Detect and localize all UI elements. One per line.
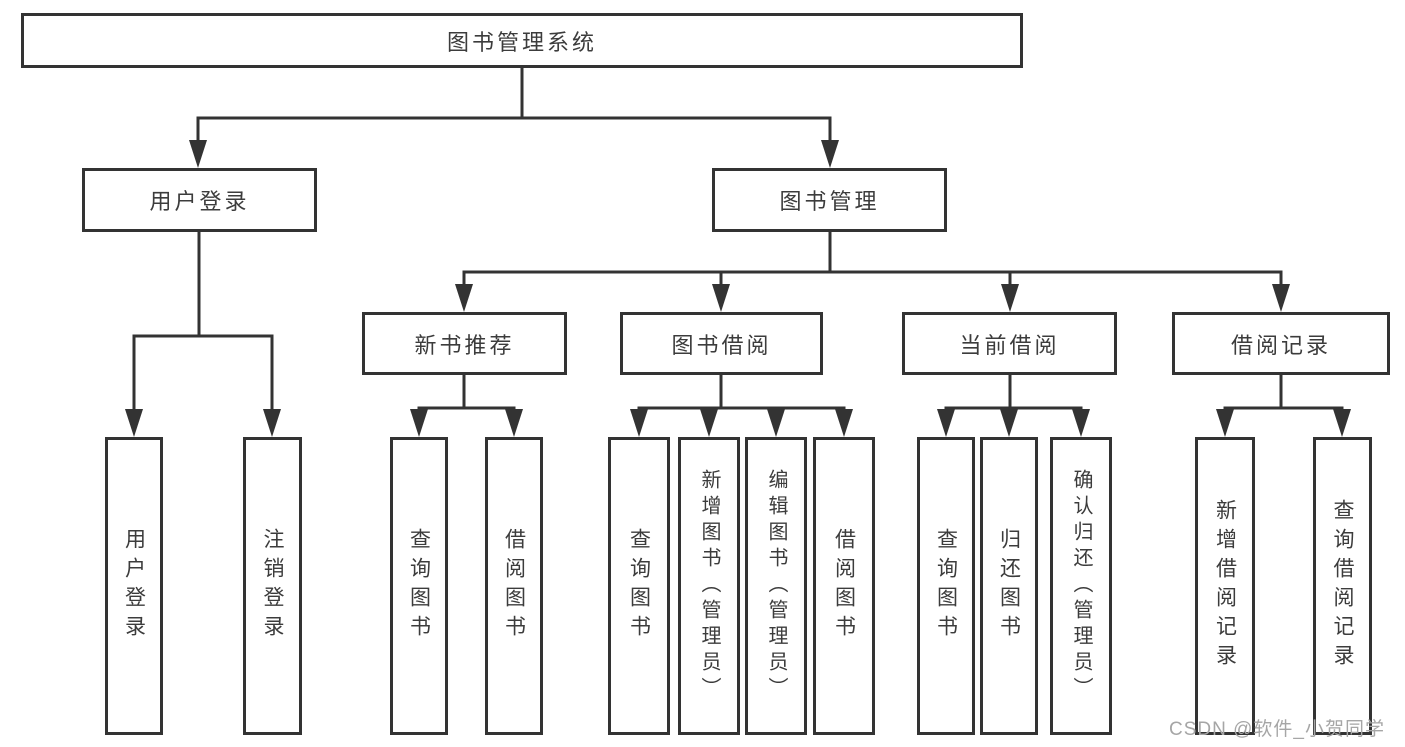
leaf-query-books-recommend: 查询图书 bbox=[390, 437, 448, 735]
node-root: 图书管理系统 bbox=[21, 13, 1023, 68]
node-borrow-records: 借阅记录 bbox=[1172, 312, 1390, 375]
leaf-return-books: 归还图书 bbox=[980, 437, 1038, 735]
leaf-edit-books-admin: 编辑图书（管理员） bbox=[745, 437, 807, 735]
node-book-management: 图书管理 bbox=[712, 168, 947, 232]
leaf-query-borrow-record: 查询借阅记录 bbox=[1313, 437, 1372, 735]
leaf-user-login: 用户登录 bbox=[105, 437, 163, 735]
leaf-add-borrow-record: 新增借阅记录 bbox=[1195, 437, 1255, 735]
leaf-logout: 注销登录 bbox=[243, 437, 302, 735]
leaf-confirm-return-admin: 确认归还（管理员） bbox=[1050, 437, 1112, 735]
node-current-borrowing: 当前借阅 bbox=[902, 312, 1117, 375]
node-user-login: 用户登录 bbox=[82, 168, 317, 232]
node-book-borrowing: 图书借阅 bbox=[620, 312, 823, 375]
leaf-add-books-admin: 新增图书（管理员） bbox=[678, 437, 740, 735]
node-new-book-recommend: 新书推荐 bbox=[362, 312, 567, 375]
leaf-borrow-books-recommend: 借阅图书 bbox=[485, 437, 543, 735]
leaf-borrow-books: 借阅图书 bbox=[813, 437, 875, 735]
leaf-query-books-borrow: 查询图书 bbox=[608, 437, 670, 735]
leaf-query-books-current: 查询图书 bbox=[917, 437, 975, 735]
